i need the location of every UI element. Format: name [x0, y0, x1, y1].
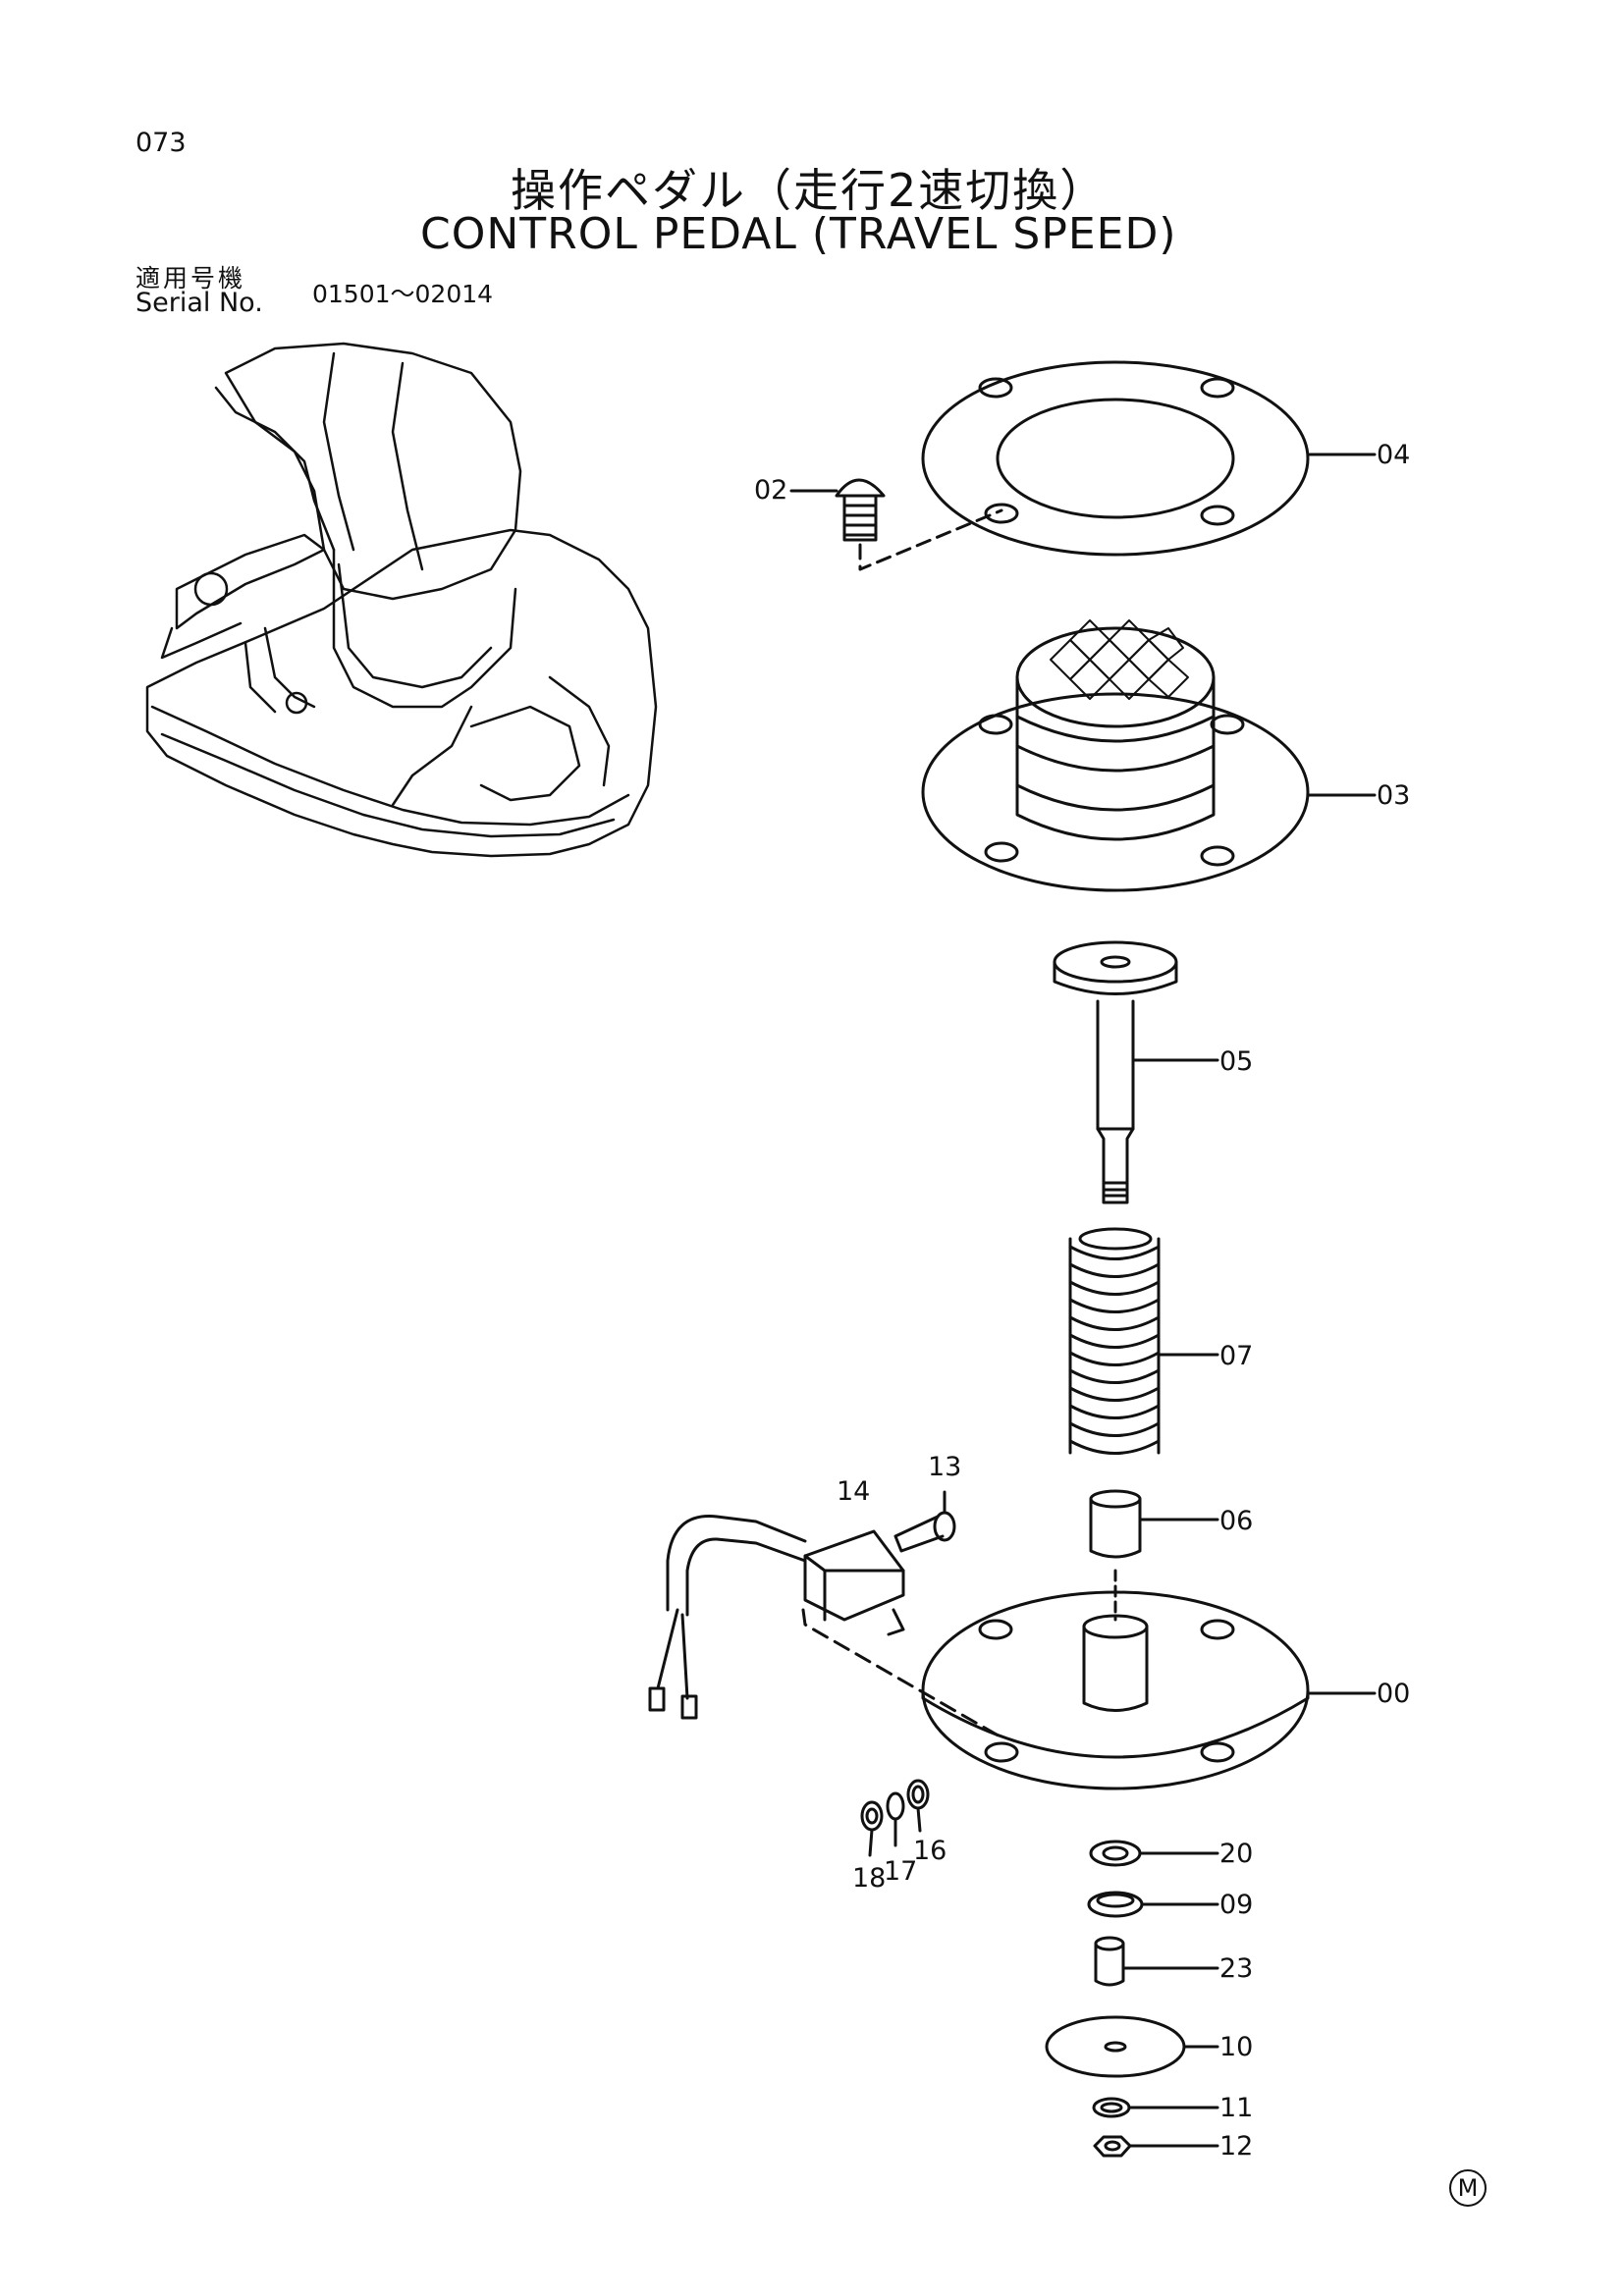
part-14-switch	[648, 1515, 1003, 1739]
label-02: 02	[754, 475, 787, 506]
serial-label-japanese: 適用号機	[135, 264, 246, 293]
serial-range: 01501～02014	[312, 280, 494, 308]
part-23-collar	[1094, 1936, 1219, 1987]
label-14: 14	[837, 1476, 870, 1507]
part-05-rod	[1053, 940, 1219, 1204]
part-00-base-plate	[921, 1590, 1377, 1790]
label-07: 07	[1219, 1341, 1253, 1371]
label-16: 16	[913, 1836, 947, 1866]
label-11: 11	[1219, 2093, 1253, 2123]
label-12: 12	[1219, 2131, 1253, 2162]
label-13: 13	[928, 1452, 961, 1482]
part-09-seal-ring	[1087, 1891, 1219, 1918]
label-09: 09	[1219, 1890, 1253, 1920]
label-17: 17	[884, 1856, 917, 1887]
label-18: 18	[852, 1863, 886, 1894]
part-labels: 04 02 03 05 07 06 00 13 14 16 17 18 20 0…	[754, 440, 1410, 2162]
part-02-screw	[789, 478, 1003, 571]
part-06-bushing	[1089, 1489, 1219, 1622]
trademark-mark: M	[1449, 2169, 1487, 2207]
part-10-disc	[1045, 2015, 1219, 2078]
label-06: 06	[1219, 1506, 1253, 1536]
part-11-lock-washer	[1092, 2097, 1219, 2118]
page-number: 073	[135, 128, 187, 158]
part-20-washer	[1089, 1840, 1219, 1867]
label-10: 10	[1219, 2032, 1253, 2062]
title-japanese: 操作ペダル（走行2速切換）	[511, 164, 1108, 217]
label-04: 04	[1377, 440, 1410, 470]
part-13-bolt	[893, 1490, 956, 1553]
serial-label-english: Serial No.	[135, 288, 263, 318]
label-00: 00	[1377, 1679, 1410, 1709]
title-english: CONTROL PEDAL (TRAVEL SPEED)	[420, 209, 1177, 259]
part-03-pedal-body	[921, 619, 1377, 892]
machine-overview-sketch	[145, 342, 658, 858]
label-20: 20	[1219, 1839, 1253, 1869]
part-12-nut	[1093, 2135, 1219, 2158]
label-23: 23	[1219, 1953, 1253, 1984]
parts-16-17-18-nut-washers	[860, 1779, 930, 1857]
part-07-spring	[1068, 1227, 1219, 1455]
label-03: 03	[1377, 780, 1410, 811]
part-04-gasket	[921, 360, 1377, 557]
label-05: 05	[1219, 1046, 1253, 1077]
